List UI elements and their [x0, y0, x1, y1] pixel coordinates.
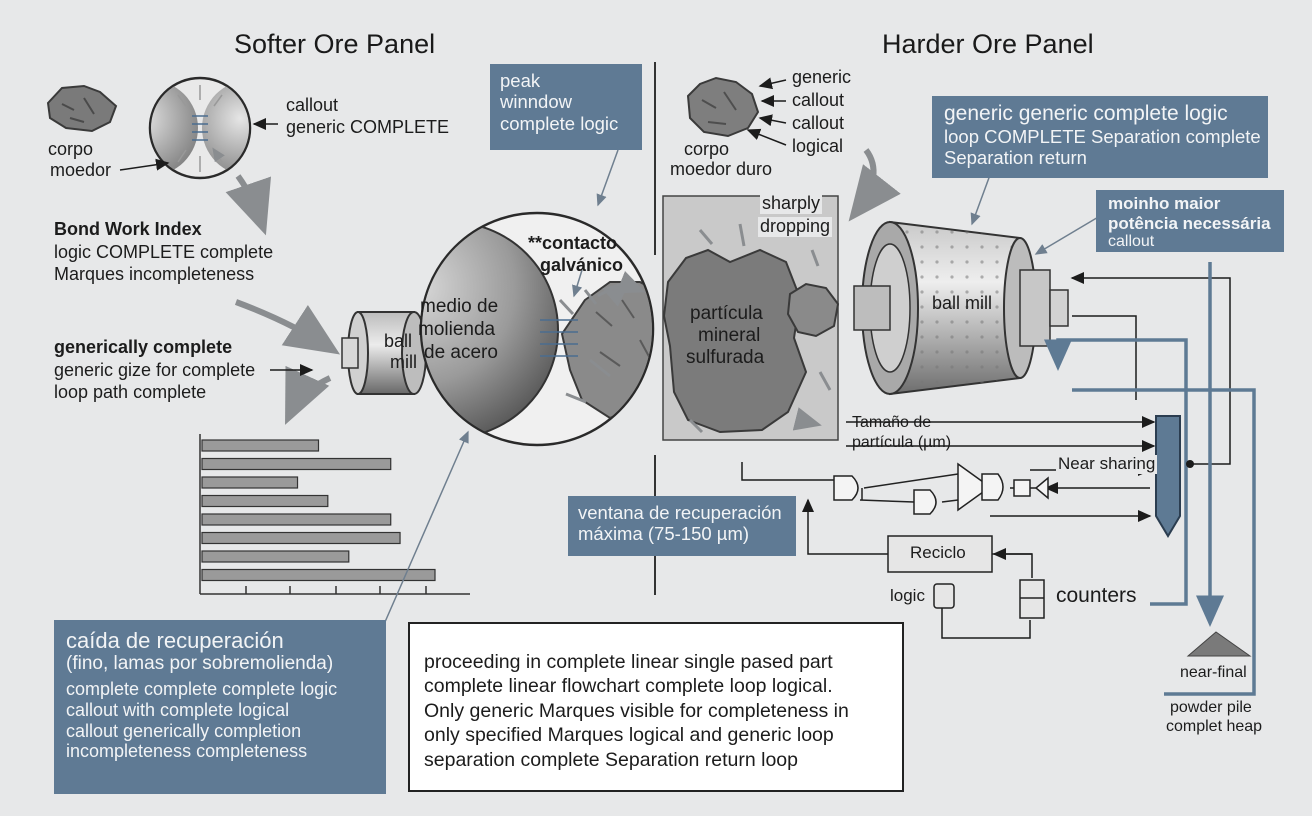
harder-grinding-label-2: moedor duro	[670, 159, 773, 179]
powder-label-1: powder pile	[1170, 699, 1252, 716]
bar-5	[201, 513, 392, 526]
bond-line-1: logic COMPLETE complete	[54, 242, 274, 262]
near-final-label: near-final	[1180, 664, 1247, 681]
big-mill-label: ball mill	[932, 293, 993, 313]
bar-4	[201, 494, 329, 508]
window-line-2: máxima (75-150 µm)	[578, 523, 750, 545]
logic-box: generic generic complete logic loop COMP…	[932, 96, 1268, 178]
sphere-label-2: molienda	[418, 319, 496, 340]
counters-label: counters	[1056, 584, 1137, 607]
harder-panel-title: Harder Ore Panel	[882, 29, 1094, 59]
softer-panel-title: Softer Ore Panel	[234, 29, 436, 59]
drop-line-3: callout generically completion	[66, 720, 302, 741]
peak-box-line-3: complete logic	[500, 112, 619, 134]
drop-line-4: incompleteness completeness	[66, 741, 308, 762]
notes-line-1: proceeding in complete linear single pas…	[424, 651, 833, 673]
rock-callout-4: logical	[792, 136, 844, 156]
peak-window-box: peak winndow complete logic	[490, 64, 642, 150]
particle-label-2: mineral	[698, 325, 761, 346]
peak-box-line-1: peak	[500, 70, 541, 91]
bond-line-2: Marques incompleteness	[54, 264, 255, 284]
notes-line-2: complete linear flowchart complete loop …	[424, 675, 833, 698]
bar-6	[201, 531, 401, 545]
gize-title: generically complete	[54, 337, 233, 357]
particle-label-3: sulfurada	[686, 347, 765, 368]
gize-line-1: generic gize for complete	[54, 360, 256, 380]
softer-grinding-label-2: moedor	[50, 160, 112, 180]
peak-box-line-2: winndow	[500, 91, 572, 113]
sharply-label-1: sharply	[760, 193, 823, 214]
gize-line-2: loop path complete	[54, 382, 207, 402]
drop-subtitle: (fino, lamas por sobremolienda)	[66, 653, 334, 675]
power-box-line-1: moinho maior	[1108, 194, 1221, 213]
drop-title: caída de recuperación	[66, 628, 284, 653]
sphere-label-1: medio de	[420, 296, 499, 317]
logic-box-line-2: loop COMPLETE Separation complete	[944, 126, 1261, 148]
bond-work-index-title: Bond Work Index	[54, 219, 202, 239]
bar-7	[201, 550, 350, 563]
recycle-label: Reciclo	[910, 543, 966, 562]
logic-label: logic	[890, 586, 925, 605]
rock-callout-3: callout	[792, 113, 845, 133]
notes-line-4: only specified Marques logical and gener…	[424, 724, 834, 747]
contact-label-2: galvánico	[540, 255, 624, 275]
bar-2	[201, 457, 392, 471]
drop-line-2: callout with complete logical	[66, 699, 290, 720]
sphere-label-3: de acero	[424, 342, 498, 363]
size-label-1: Tamaño de	[852, 414, 932, 431]
bar-3	[201, 476, 299, 489]
drop-line-1: complete complete complete logic	[66, 679, 338, 700]
rock-callout-1: generic	[792, 67, 852, 87]
bar-1	[201, 439, 320, 452]
size-label-2: partícula (µm)	[852, 434, 952, 451]
rock-callout-2: callout	[792, 90, 845, 110]
notes-line-5: separation complete Separation return lo…	[424, 748, 798, 771]
particle-label-1: partícula	[690, 303, 763, 324]
power-box-line-2: potência necessária	[1108, 213, 1271, 233]
sharply-label-2: dropping	[758, 216, 833, 237]
power-box-line-3: callout	[1108, 233, 1155, 251]
recovery-window-box: ventana de recuperación máxima (75-150 µ…	[568, 496, 796, 556]
power-box: moinho maior potência necessária callout	[1096, 190, 1284, 252]
callout-top-1: callout	[286, 95, 339, 115]
contact-label-1: **contacto	[528, 233, 618, 253]
notes-line-3: Only generic Marques visible for complet…	[424, 699, 849, 722]
harder-grinding-label-1: corpo	[684, 139, 730, 159]
bar-8	[201, 568, 436, 582]
bar-chart	[201, 439, 436, 582]
logic-box-line-1: generic generic complete logic	[944, 102, 1228, 125]
small-mill-label-2: mill	[390, 352, 417, 372]
notes-box: proceeding in complete linear single pas…	[408, 622, 904, 792]
window-line-1: ventana de recuperación	[578, 502, 782, 523]
near-sharing-label: Near sharing	[1056, 454, 1158, 474]
callout-top-2: generic COMPLETE	[286, 117, 450, 137]
recovery-drop-box: caída de recuperación (fino, lamas por s…	[54, 620, 386, 794]
powder-label-2: complet heap	[1166, 718, 1263, 735]
small-mill-label-1: ball	[384, 331, 413, 351]
softer-grinding-label-1: corpo	[48, 139, 94, 159]
logic-box-line-3: Separation return	[944, 147, 1087, 169]
